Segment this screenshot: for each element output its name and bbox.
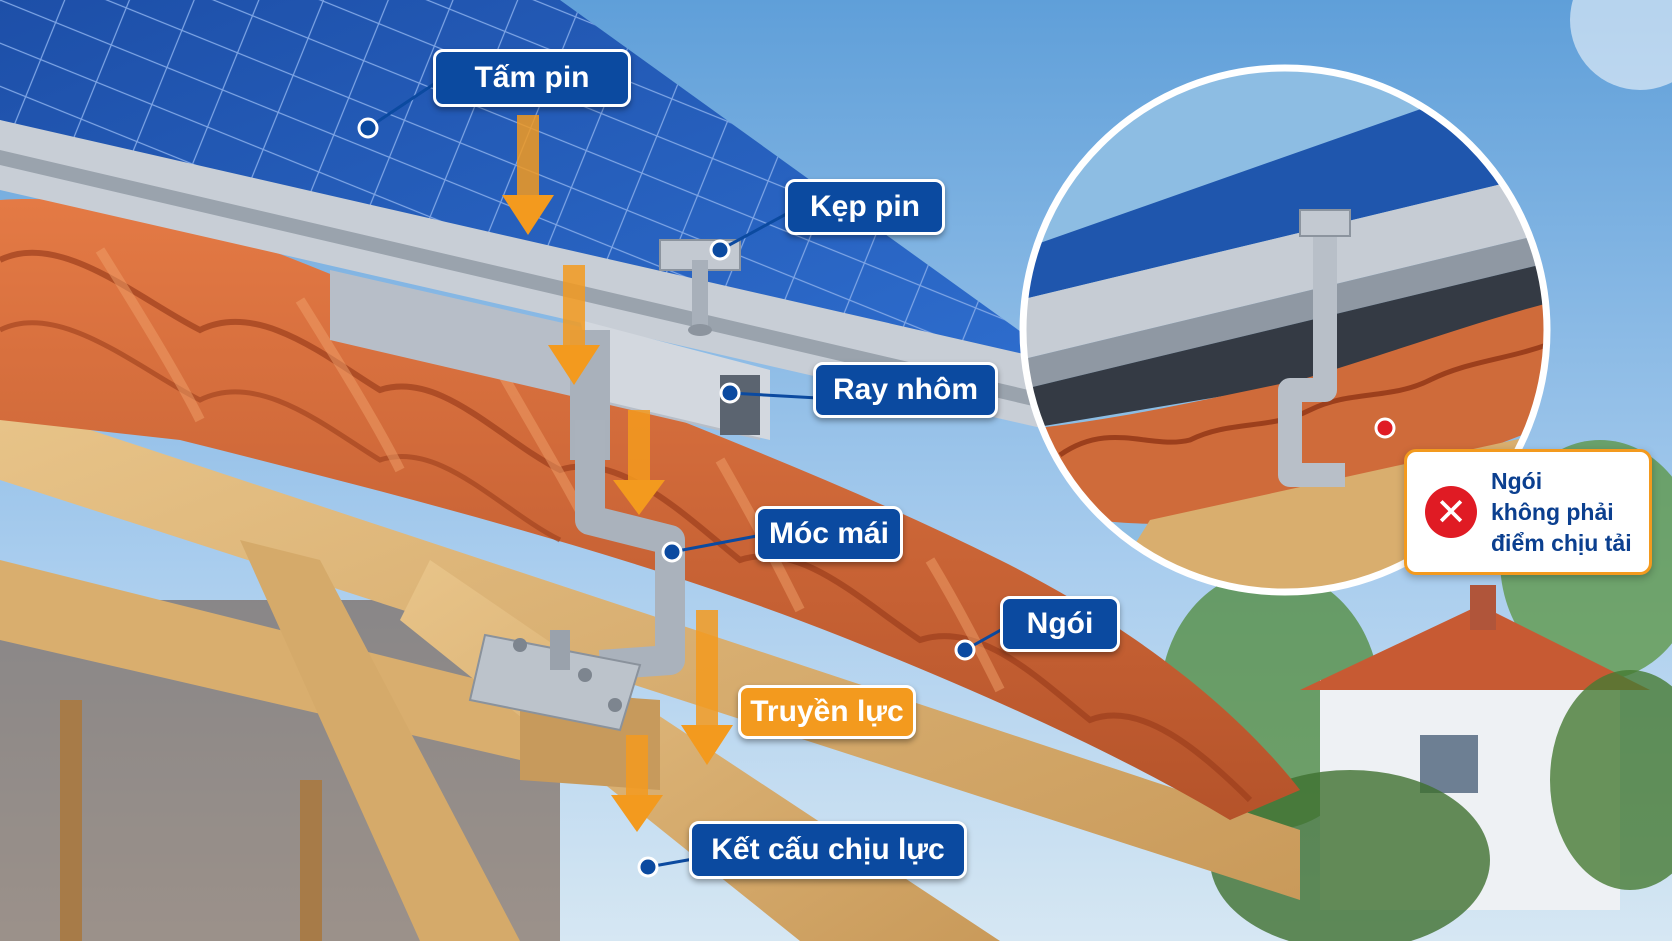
warning-line-2: không phải (1491, 498, 1614, 525)
label-hook: Móc mái (755, 506, 903, 562)
label-force: Truyền lực (738, 685, 916, 739)
aluminium-rail (330, 270, 770, 460)
roof-hook (468, 420, 685, 732)
label-tile: Ngói (1000, 596, 1120, 652)
label-structure: Kết cấu chịu lực (689, 821, 967, 879)
warning-text: Ngói không phải điểm chịu tải (1491, 466, 1632, 559)
leader-dots (357, 117, 976, 878)
warning-line-1: Ngói (1491, 467, 1543, 494)
background-house (1160, 440, 1672, 941)
warning-callout: ✕ Ngói không phải điểm chịu tải (1404, 449, 1652, 575)
label-panel: Tấm pin (433, 49, 631, 107)
label-clamp: Kẹp pin (785, 179, 945, 235)
x-circle-icon: ✕ (1425, 486, 1477, 538)
label-rail: Ray nhôm (813, 362, 998, 418)
warning-line-3: điểm chịu tải (1491, 529, 1632, 556)
force-arrows (502, 115, 733, 832)
